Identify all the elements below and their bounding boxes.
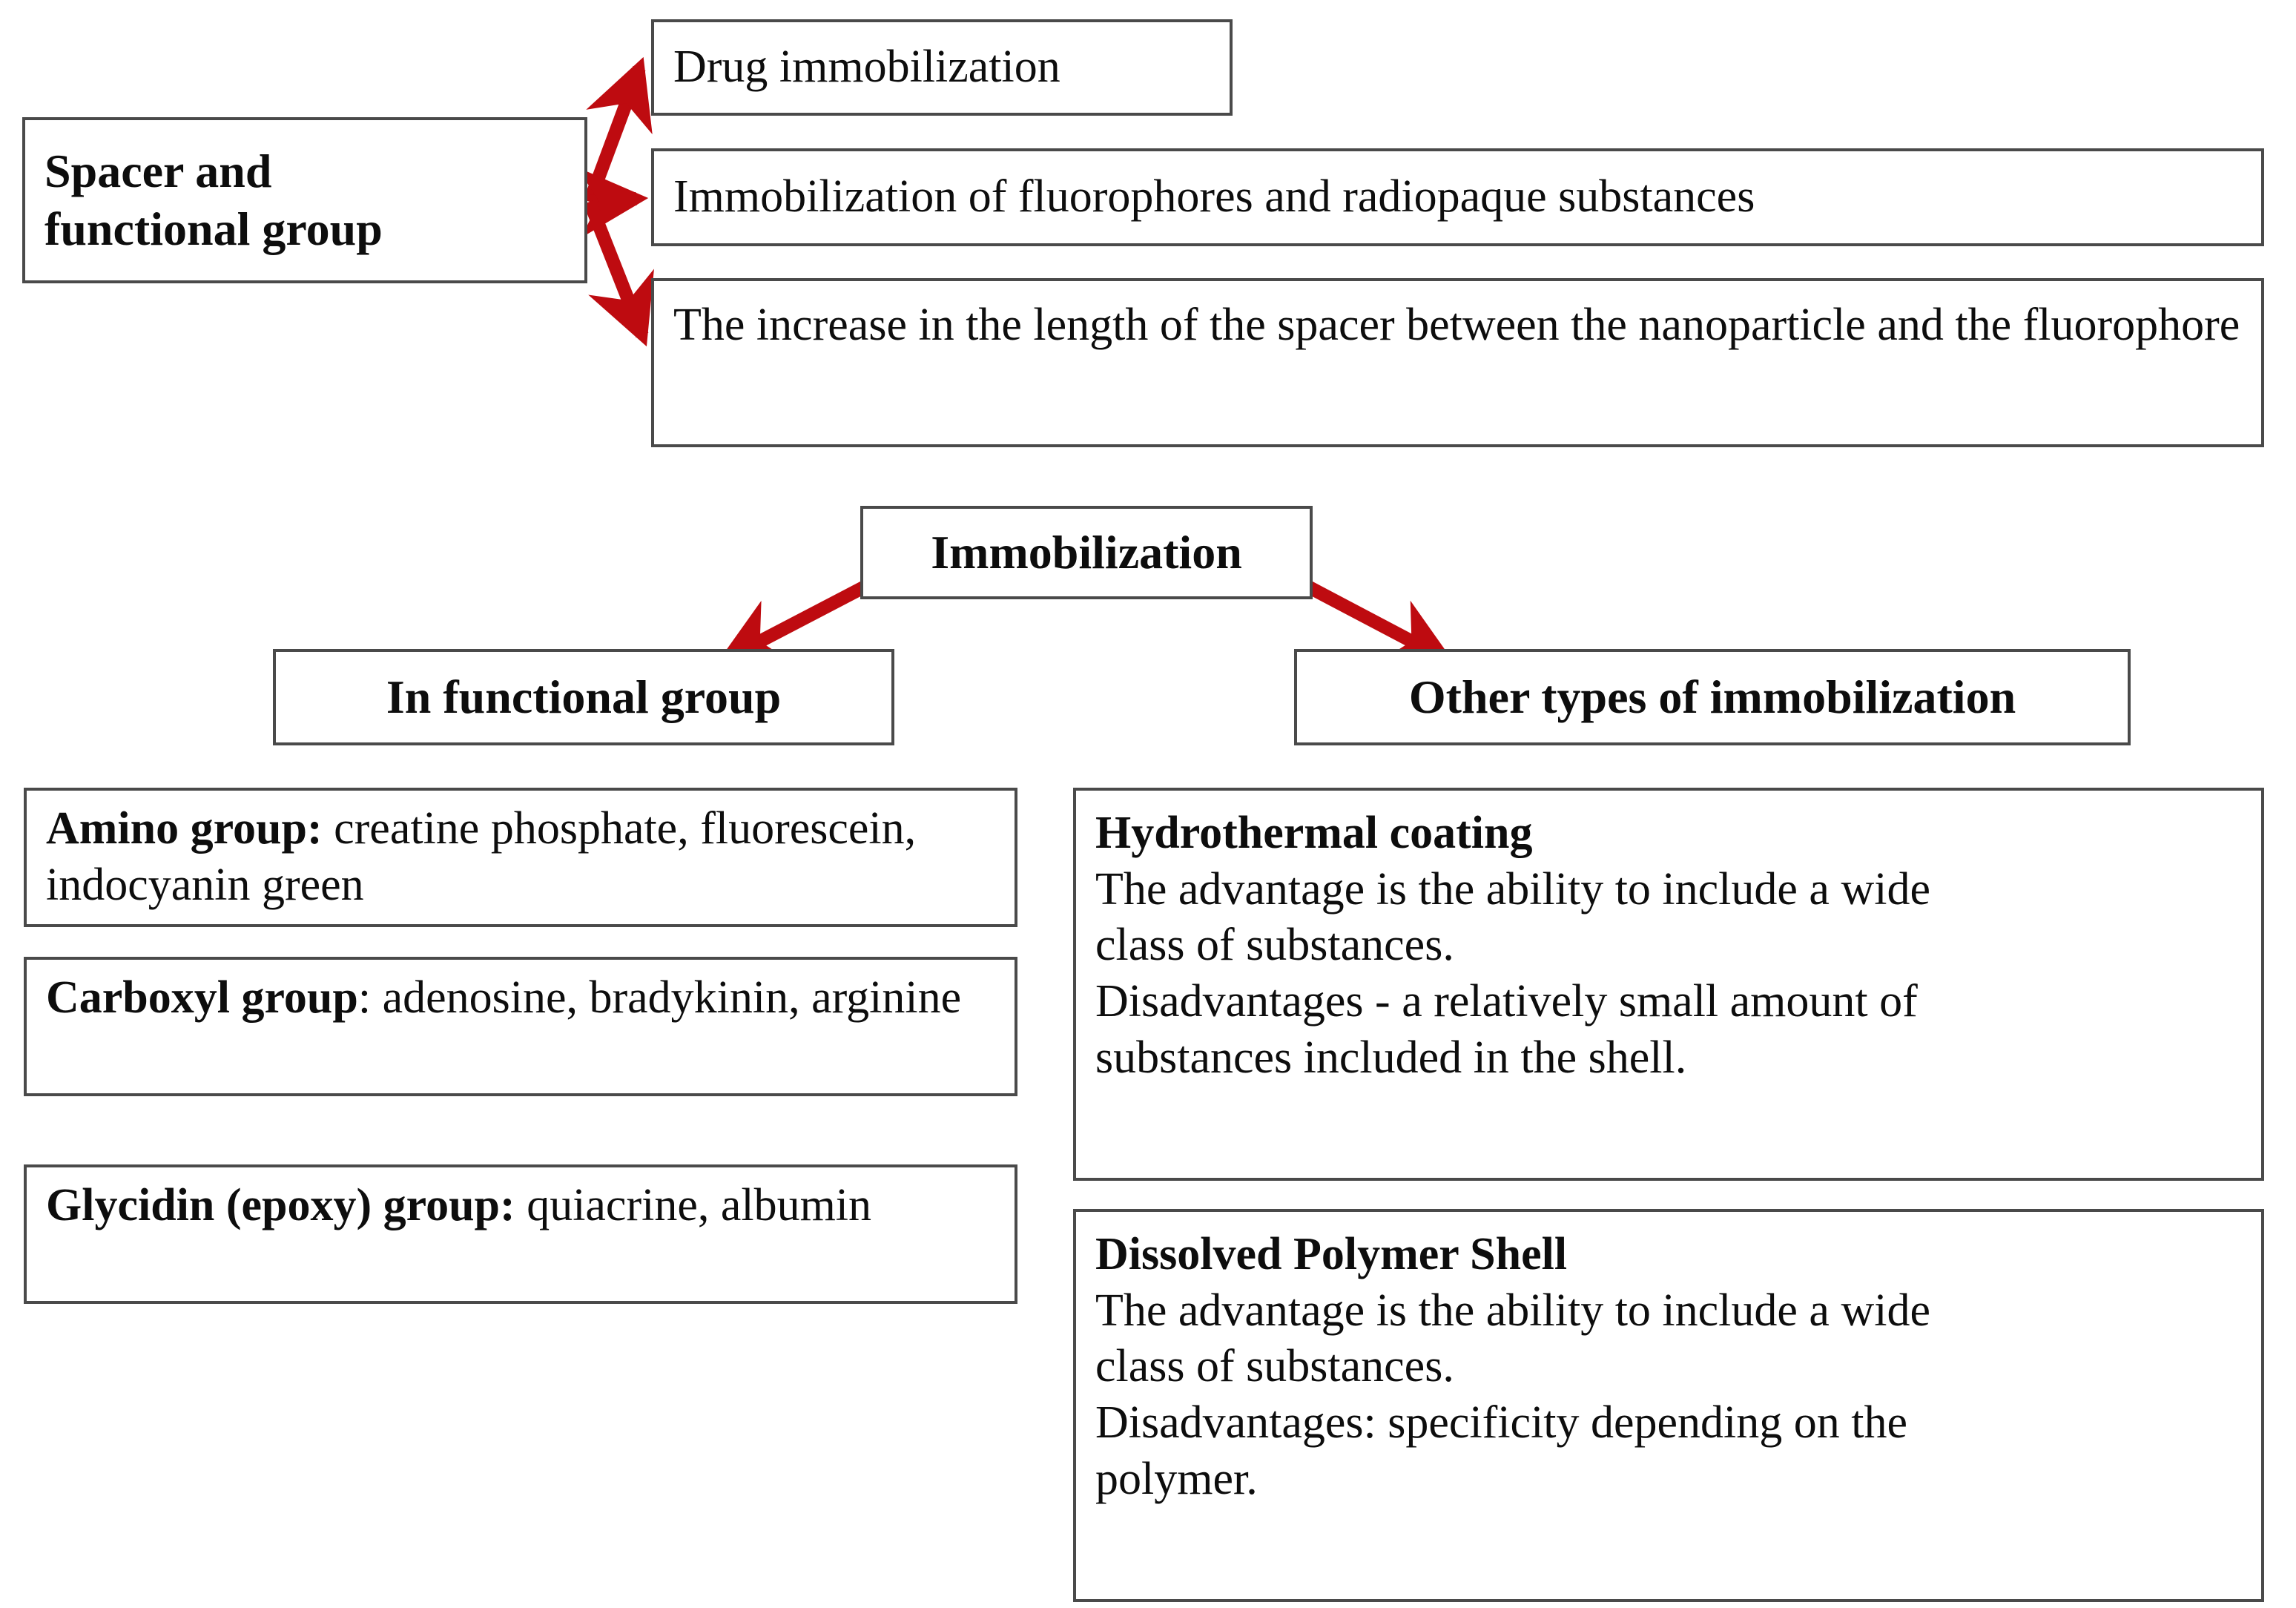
arrow-immobilization-to-other-types	[1303, 580, 1456, 665]
dissolved-polymer-shell-heading: Dissolved Polymer Shell	[1095, 1229, 1568, 1279]
spacer-length-box: The increase in the length of the spacer…	[651, 278, 2264, 447]
other-types-of-immobilization-label: Other types of immobilization	[1408, 670, 2016, 723]
in-functional-group-label: In functional group	[386, 670, 782, 723]
spacer-length-label: The increase in the length of the spacer…	[673, 300, 2240, 350]
in-functional-group-box: In functional group	[273, 649, 894, 745]
hydrothermal-coating-line-2: class of substances.	[1095, 920, 1454, 971]
arrow-spacer-to-drug	[583, 56, 653, 205]
fluorophores-immobilization-label: Immobilization of fluorophores and radio…	[673, 171, 1755, 223]
arrow-spacer-to-fluorophores	[576, 167, 649, 238]
carboxyl-group-lead: Carboxyl group	[46, 972, 358, 1023]
spacer-and-functional-group-box: Spacer and functional group	[22, 117, 587, 283]
hydrothermal-coating-line-4: substances included in the shell.	[1095, 1032, 1687, 1083]
glycidin-group-body: quiacrine, albumin	[515, 1180, 872, 1230]
arrow-immobilization-to-functional-group	[716, 580, 870, 665]
spacer-box-line-1: Spacer and	[44, 144, 272, 197]
glycidin-group-text: Glycidin (epoxy) group: quiacrine, album…	[46, 1178, 995, 1234]
amino-group-body: creatine phosphate, fluorescein, indocya…	[46, 803, 917, 910]
hydrothermal-coating-line-3: Disadvantages - a relatively small amoun…	[1095, 975, 1918, 1027]
carboxyl-group-text: Carboxyl group: adenosine, bradykinin, a…	[46, 970, 995, 1027]
carboxyl-group-body: : adenosine, bradykinin, arginine	[357, 972, 962, 1023]
carboxyl-group-box: Carboxyl group: adenosine, bradykinin, a…	[24, 957, 1017, 1096]
dissolved-polymer-shell-box: Dissolved Polymer Shell The advantage is…	[1073, 1209, 2264, 1602]
spacer-box-line-2: functional group	[44, 202, 383, 255]
glycidin-group-box: Glycidin (epoxy) group: quiacrine, album…	[24, 1164, 1017, 1304]
immobilization-root-label: Immobilization	[931, 525, 1242, 579]
dissolved-polymer-shell-line-3: Disadvantages: specificity depending on …	[1095, 1397, 1908, 1448]
drug-immobilization-box: Drug immobilization	[651, 19, 1233, 116]
hydrothermal-coating-heading: Hydrothermal coating	[1095, 808, 1533, 858]
arrow-spacer-to-spacer-length	[583, 199, 654, 347]
dissolved-polymer-shell-line-2: class of substances.	[1095, 1341, 1454, 1392]
glycidin-group-lead: Glycidin (epoxy) group:	[46, 1180, 515, 1230]
fluorophores-immobilization-box: Immobilization of fluorophores and radio…	[651, 148, 2264, 246]
dissolved-polymer-shell-line-1: The advantage is the ability to include …	[1095, 1285, 1930, 1336]
amino-group-lead: Amino group:	[46, 803, 323, 854]
other-types-of-immobilization-box: Other types of immobilization	[1294, 649, 2131, 745]
amino-group-text: Amino group: creatine phosphate, fluores…	[46, 801, 995, 913]
drug-immobilization-label: Drug immobilization	[673, 42, 1060, 93]
hydrothermal-coating-line-1: The advantage is the ability to include …	[1095, 863, 1930, 915]
hydrothermal-coating-box: Hydrothermal coating The advantage is th…	[1073, 788, 2264, 1181]
immobilization-root-box: Immobilization	[860, 506, 1313, 599]
amino-group-box: Amino group: creatine phosphate, fluores…	[24, 788, 1017, 927]
dissolved-polymer-shell-line-4: polymer.	[1095, 1453, 1258, 1504]
